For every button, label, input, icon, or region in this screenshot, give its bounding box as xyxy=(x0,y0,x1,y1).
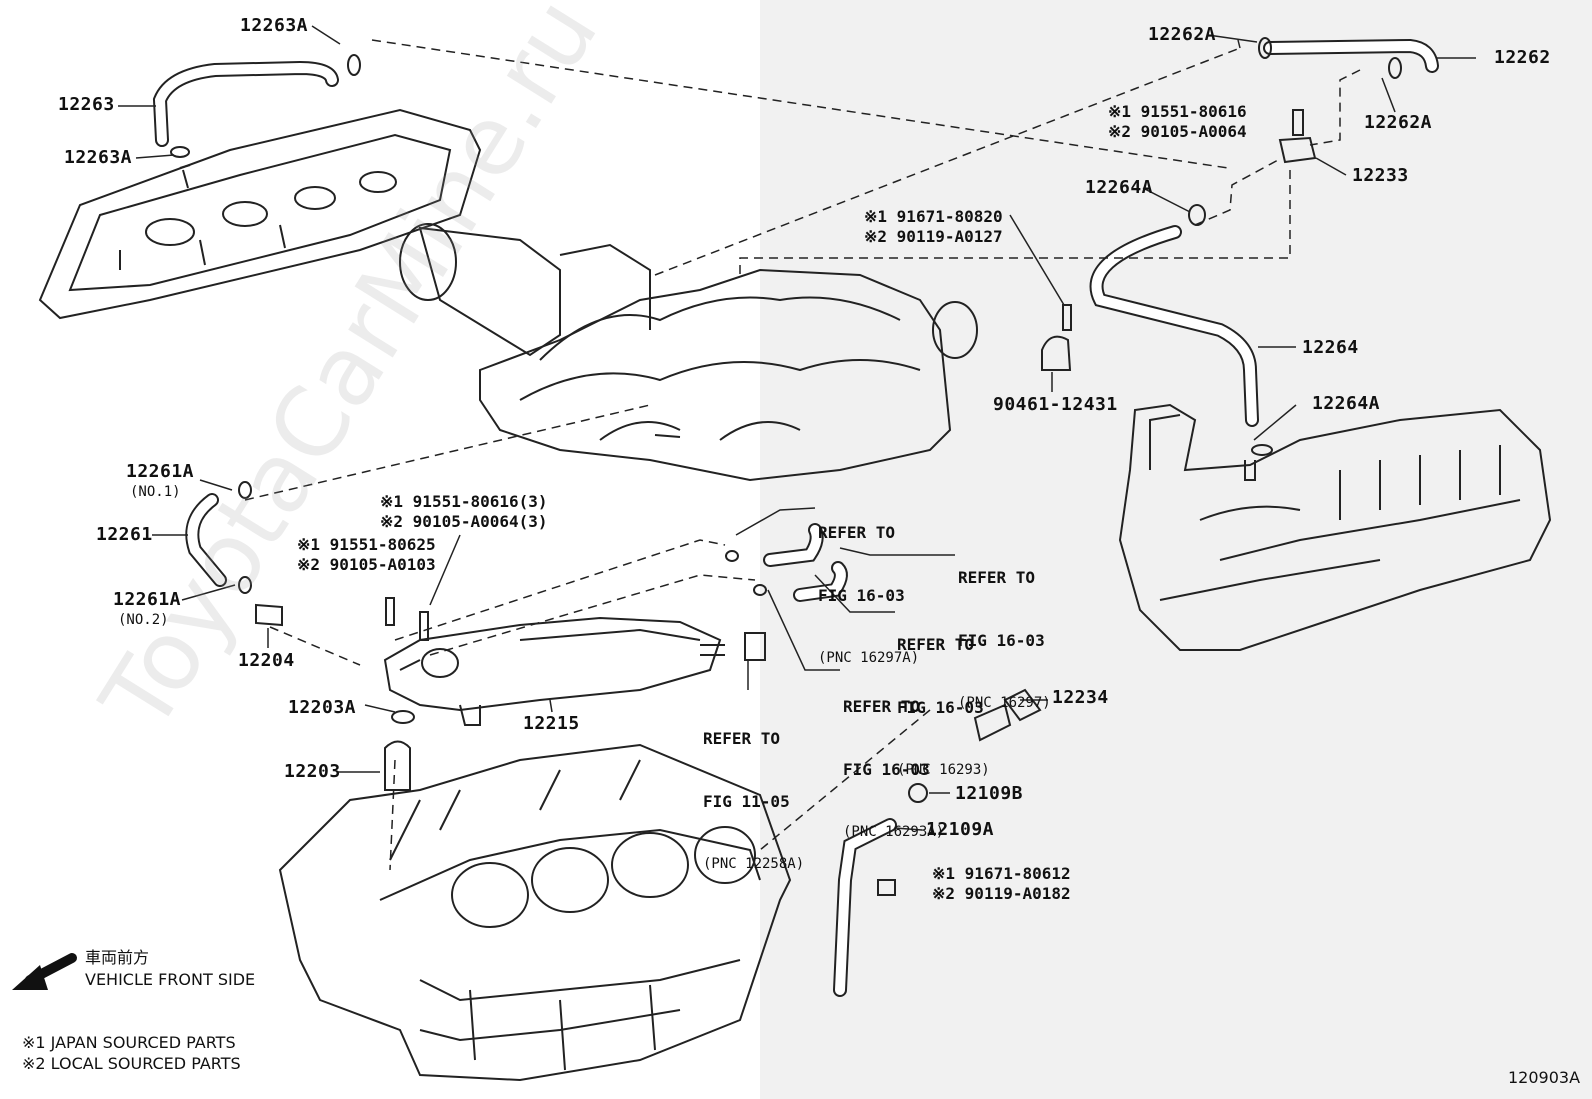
label-12261: 12261 xyxy=(96,524,153,545)
reference-line2: FIG 16-03 xyxy=(958,631,1045,650)
label-12203A: 12203A xyxy=(288,697,357,718)
reference-pnc: (PNC 16293A) xyxy=(843,824,945,840)
reference-note-12258A: REFER TO FIG 11-05 (PNC 12258A) xyxy=(703,686,804,896)
label-12234: 12234 xyxy=(1052,687,1109,708)
reference-line1: REFER TO xyxy=(897,635,975,654)
reference-pnc: (PNC 16297) xyxy=(958,695,1051,711)
label-12109B: 12109B xyxy=(955,783,1024,804)
reference-note-16293A: REFER TO FIG 16-03 (PNC 16293A) xyxy=(843,654,944,864)
reference-line2: FIG 16-03 xyxy=(843,760,930,779)
reference-note-16297: REFER TO FIG 16-03 (PNC 16297) xyxy=(958,525,1051,735)
reference-line2: FIG 16-03 xyxy=(897,698,984,717)
label-12262: 12262 xyxy=(1494,47,1551,68)
reference-line2: FIG 11-05 xyxy=(703,792,790,811)
reference-line2: FIG 16-03 xyxy=(818,586,905,605)
bolt-callout-90105-A0064-3-local: ※2 90105-A0064(3) xyxy=(380,512,548,531)
label-12109A: 12109A xyxy=(926,819,995,840)
legend-front-jp: 車両前方 xyxy=(85,948,150,967)
bolt-callout-90119-A0127-local: ※2 90119-A0127 xyxy=(864,227,1003,246)
legend-front-en: VEHICLE FRONT SIDE xyxy=(85,970,256,989)
legend-note-local: ※2 LOCAL SOURCED PARTS xyxy=(22,1054,241,1073)
hoses xyxy=(152,38,1439,997)
vehicle-front-arrow-icon xyxy=(12,953,77,990)
label-12263A-top: 12263A xyxy=(240,15,309,36)
label-12261A-no1: 12261A xyxy=(126,461,195,482)
label-12264A-top: 12264A xyxy=(1085,177,1154,198)
reference-line1: REFER TO xyxy=(958,568,1036,587)
bolt-callout-91551-80616-jp: ※1 91551-80616 xyxy=(1108,102,1247,121)
intake-manifold xyxy=(399,223,978,482)
shaded-background-panel xyxy=(760,0,1592,1099)
legend-note-japan: ※1 JAPAN SOURCED PARTS xyxy=(22,1033,236,1052)
small-parts xyxy=(170,37,1402,896)
reference-pnc: (PNC 16293) xyxy=(897,762,990,778)
bolt-callout-91551-80625-jp: ※1 91551-80625 xyxy=(297,535,436,554)
label-12264: 12264 xyxy=(1302,337,1359,358)
right-valve-cover xyxy=(1118,403,1552,651)
label-12233: 12233 xyxy=(1352,165,1409,186)
label-12215: 12215 xyxy=(523,713,580,734)
reference-line1: REFER TO xyxy=(703,729,781,748)
bolt-callout-90119-A0182-local: ※2 90119-A0182 xyxy=(932,884,1071,903)
reference-line1: REFER TO xyxy=(843,697,921,716)
reference-note-16297A: REFER TO FIG 16-03 (PNC 16297A) xyxy=(818,480,919,690)
label-12262A-right: 12262A xyxy=(1364,112,1433,133)
bolt-callout-90105-A0103-local: ※2 90105-A0103 xyxy=(297,555,436,574)
reference-line1: REFER TO xyxy=(818,523,896,542)
drawing-id: 120903A xyxy=(1508,1068,1581,1087)
reference-pnc: (PNC 16297A) xyxy=(818,650,920,666)
bolt-callout-90105-A0064-local: ※2 90105-A0064 xyxy=(1108,122,1247,141)
leader-lines xyxy=(118,25,1476,831)
label-12261A-no2-sub: (NO.2) xyxy=(118,612,169,628)
reference-note-16293: REFER TO FIG 16-03 (PNC 16293) xyxy=(897,592,990,802)
dashed-leader-lines xyxy=(244,39,1361,871)
bolt-callout-91671-80612-jp: ※1 91671-80612 xyxy=(932,864,1071,883)
label-12204: 12204 xyxy=(238,650,295,671)
label-12264A-bottom: 12264A xyxy=(1312,393,1381,414)
bolt-callout-91671-80820-jp: ※1 91671-80820 xyxy=(864,207,1003,226)
label-12203: 12203 xyxy=(284,761,341,782)
reference-pnc: (PNC 12258A) xyxy=(703,856,805,872)
label-12262A-top: 12262A xyxy=(1148,24,1217,45)
label-12263A-bottom: 12263A xyxy=(64,147,133,168)
label-90461-12431: 90461-12431 xyxy=(993,394,1118,415)
label-12261A-no2: 12261A xyxy=(113,589,182,610)
oil-separator-case xyxy=(383,616,725,726)
cylinder-block xyxy=(278,743,792,1082)
label-12263: 12263 xyxy=(58,94,115,115)
left-valve-cover xyxy=(38,108,482,320)
bolt-callout-91551-80616-3-jp: ※1 91551-80616(3) xyxy=(380,492,548,511)
label-12261A-no1-sub: (NO.1) xyxy=(130,484,181,500)
